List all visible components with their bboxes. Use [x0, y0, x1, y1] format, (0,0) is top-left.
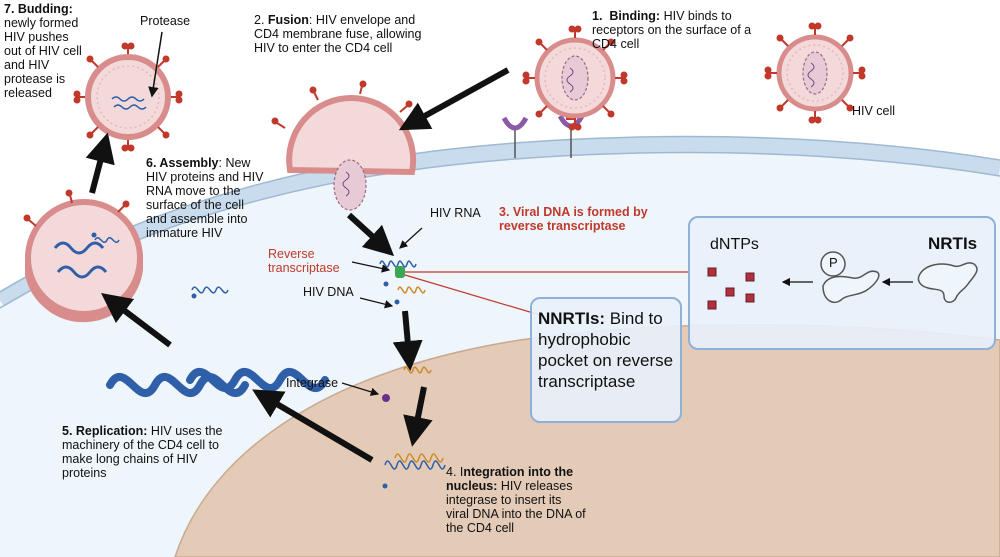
- arrow-dna-to-integration: [403, 386, 433, 447]
- arrow-integration-to-replication: [252, 389, 374, 463]
- step-assembly-text: : New HIV proteins and HIV RNA move to t…: [146, 156, 264, 240]
- cell-membrane: [0, 136, 1000, 307]
- label-dntps: dNTPs: [710, 236, 759, 253]
- step-integration-num: 4. I: [446, 465, 464, 479]
- hiv-virus-budding-icon: [73, 42, 183, 152]
- step-binding-title: Binding:: [609, 9, 661, 23]
- step-fusion-text: : HIV envelope and CD4 membrane fuse, al…: [254, 13, 422, 55]
- step-viral-dna: 3. Viral DNA is formed by reverse transc…: [499, 205, 669, 233]
- integrated-dna: [384, 460, 446, 470]
- nnrti-box: [530, 297, 682, 423]
- label-hiv-rna: HIV RNA: [430, 206, 481, 220]
- hiv-virus-assembly-icon: [23, 189, 143, 323]
- nnrti-text: NNRTIs: Bind to hydrophobic pocket on re…: [538, 308, 674, 392]
- label-hiv-cell: HIV cell: [852, 104, 896, 118]
- label-protease: Protease: [140, 14, 191, 28]
- label-reverse-transcriptase: Reverse transcriptase: [268, 247, 340, 275]
- step-integration: 4. Integration into the nucleus: HIV rel…: [446, 465, 586, 535]
- integrase-icon: [382, 394, 390, 402]
- step-binding-num: 1.: [592, 9, 603, 23]
- hiv-virus-free-icon: [764, 22, 866, 124]
- arrow-binding-to-fusion: [398, 67, 510, 131]
- step-replication: 5. Replication: HIV uses the machinery o…: [62, 424, 242, 480]
- free-rna-coil-icon: [191, 286, 229, 294]
- step-assembly: 6. Assembly: New HIV proteins and HIV RN…: [146, 156, 266, 240]
- step-binding-text: HIV binds to receptors on the surface of…: [592, 9, 752, 51]
- cd4-receptor-icon: [501, 116, 529, 158]
- protease-pointer: [148, 31, 163, 98]
- label-phosphate: P: [829, 255, 838, 270]
- arrow-fusion-to-rt: [346, 212, 395, 257]
- hiv-virus-fusion-icon: [271, 80, 417, 211]
- step-integration-title: ntegration into the nucleus:: [446, 465, 574, 493]
- label-nrtis: NRTIs: [928, 234, 978, 253]
- step-budding-title: 7. Budding:: [4, 2, 73, 16]
- label-integrase: Integrase: [286, 376, 339, 390]
- nrti-molecule-icon: [917, 262, 978, 303]
- nnrti-title: NNRTIs:: [538, 309, 606, 328]
- nrti-box-graphics: [707, 251, 978, 310]
- phosphate-icon: [820, 251, 846, 277]
- arrow-assembly-to-budding: [85, 132, 115, 194]
- phosphorylated-nrti-icon: [822, 270, 880, 304]
- step-fusion-num: 2.: [254, 13, 265, 27]
- step-budding: 7. Budding: newly formed HIV pushes out …: [4, 2, 84, 100]
- dntp-molecules-icon: [707, 267, 755, 310]
- step-replication-text: HIV uses the machinery of the CD4 cell t…: [62, 424, 223, 480]
- hiv-virus-binding-icon: [522, 25, 628, 131]
- protein-chain-2: [186, 368, 329, 392]
- step-budding-text: newly formed HIV pushes out of HIV cell …: [4, 16, 82, 100]
- step-viral-dna-text: 3. Viral DNA is formed by reverse transc…: [499, 205, 648, 233]
- nnrti-desc: Bind to hydrophobic pocket on reverse tr…: [538, 309, 674, 391]
- arrow-rt-to-dna: [392, 310, 423, 371]
- arrow-replication-to-assembly: [101, 292, 172, 348]
- step-fusion-title: Fusion: [267, 13, 309, 27]
- step-fusion: 2. Fusion: HIV envelope and CD4 membrane…: [254, 13, 434, 55]
- step-integration-text: HIV releases integrase to insert its vir…: [446, 479, 586, 535]
- step-binding: 1. Binding: HIV binds to receptors on th…: [592, 9, 772, 51]
- step-replication-title: 5. Replication:: [62, 424, 148, 438]
- step-assembly-title: 6. Assembly: [146, 156, 219, 170]
- label-hiv-dna: HIV DNA: [303, 285, 354, 299]
